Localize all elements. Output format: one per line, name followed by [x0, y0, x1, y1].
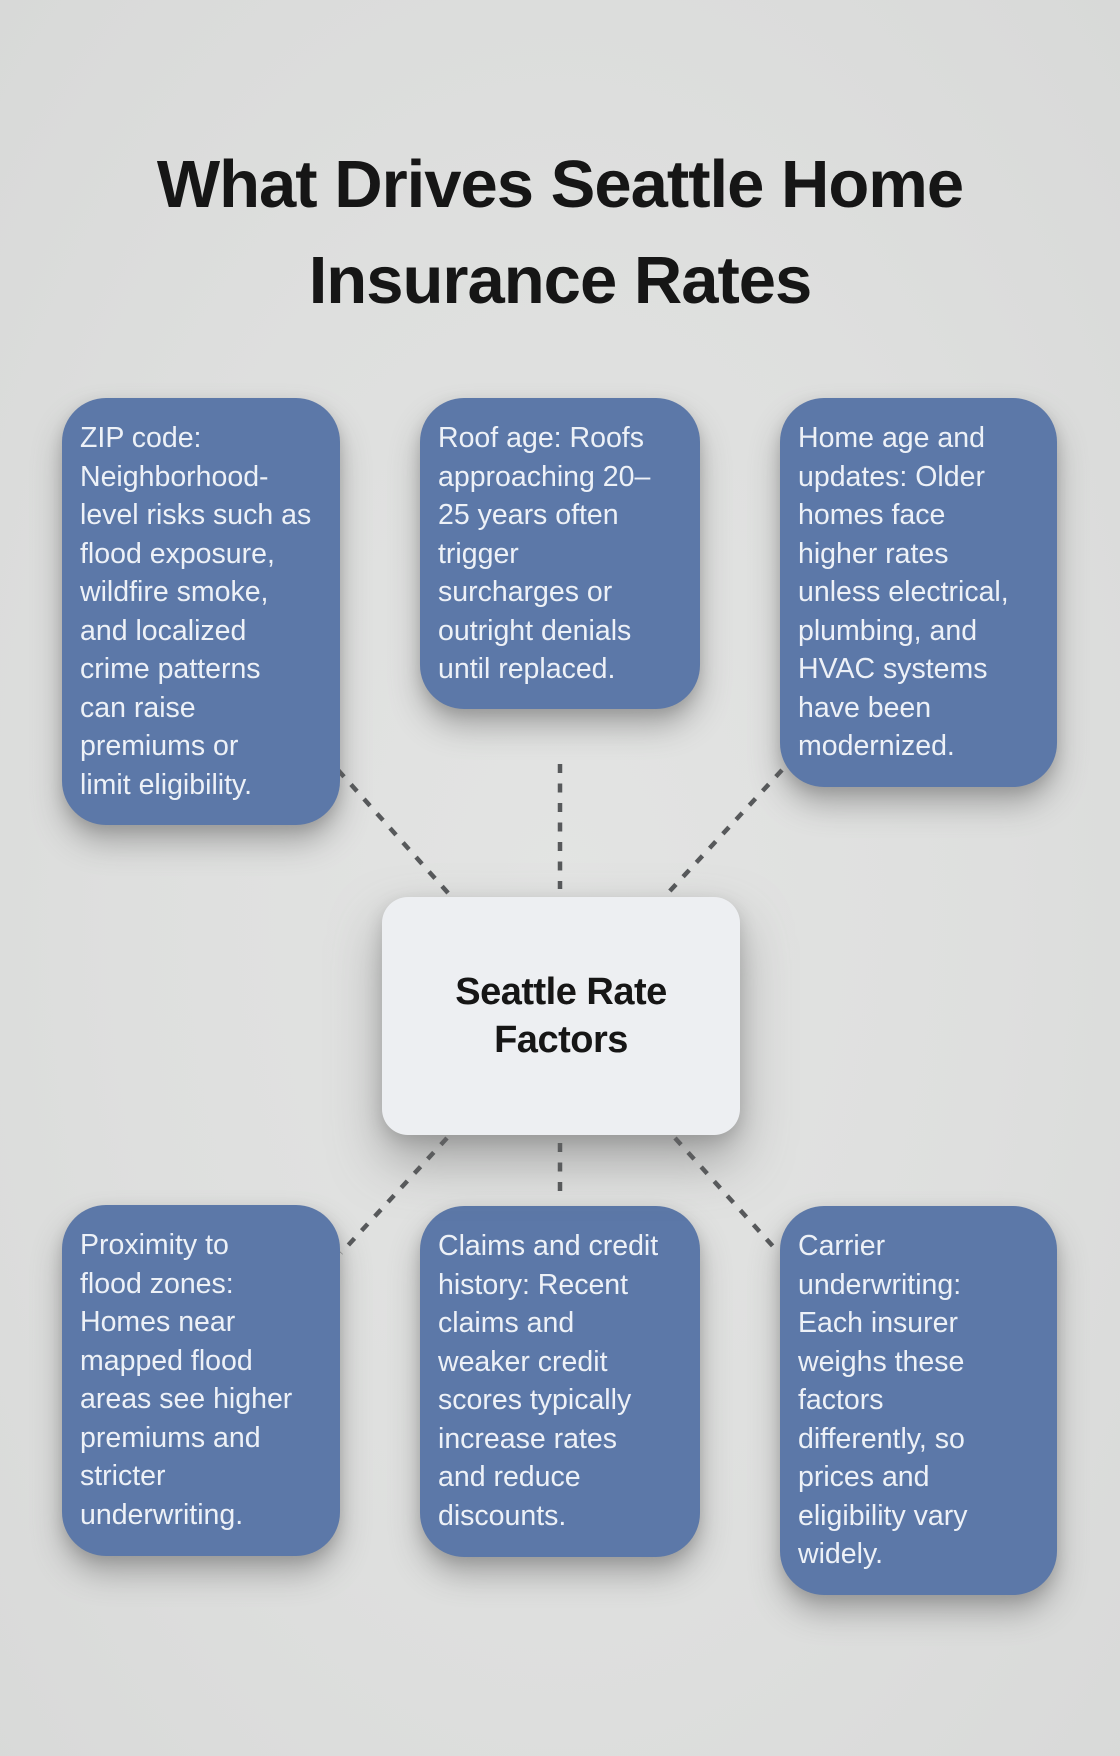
connector-line-zip-code: [336, 768, 451, 896]
connector-line-home-age: [666, 768, 784, 895]
factor-box-flood-zones: Proximity to flood zones: Homes near map…: [62, 1205, 340, 1556]
center-node-label: Seattle Rate Factors: [455, 971, 667, 1061]
factor-box-claims-credit: Claims and credit history: Recent claims…: [420, 1206, 700, 1557]
factor-box-roof-age: Roof age: Roofs approaching 20– 25 years…: [420, 398, 700, 709]
connector-line-flood-zones: [339, 1136, 449, 1255]
connector-line-carrier-underwriting: [673, 1136, 781, 1255]
factor-box-carrier-underwriting: Carrier underwriting: Each insurer weigh…: [780, 1206, 1057, 1595]
center-node: Seattle Rate Factors: [382, 897, 740, 1135]
factor-box-home-age-updates: Home age and updates: Older homes face h…: [780, 398, 1057, 787]
factor-box-zip-code: ZIP code: Neighborhood- level risks such…: [62, 398, 340, 825]
page-title: What Drives Seattle Home Insurance Rates: [156, 146, 964, 318]
